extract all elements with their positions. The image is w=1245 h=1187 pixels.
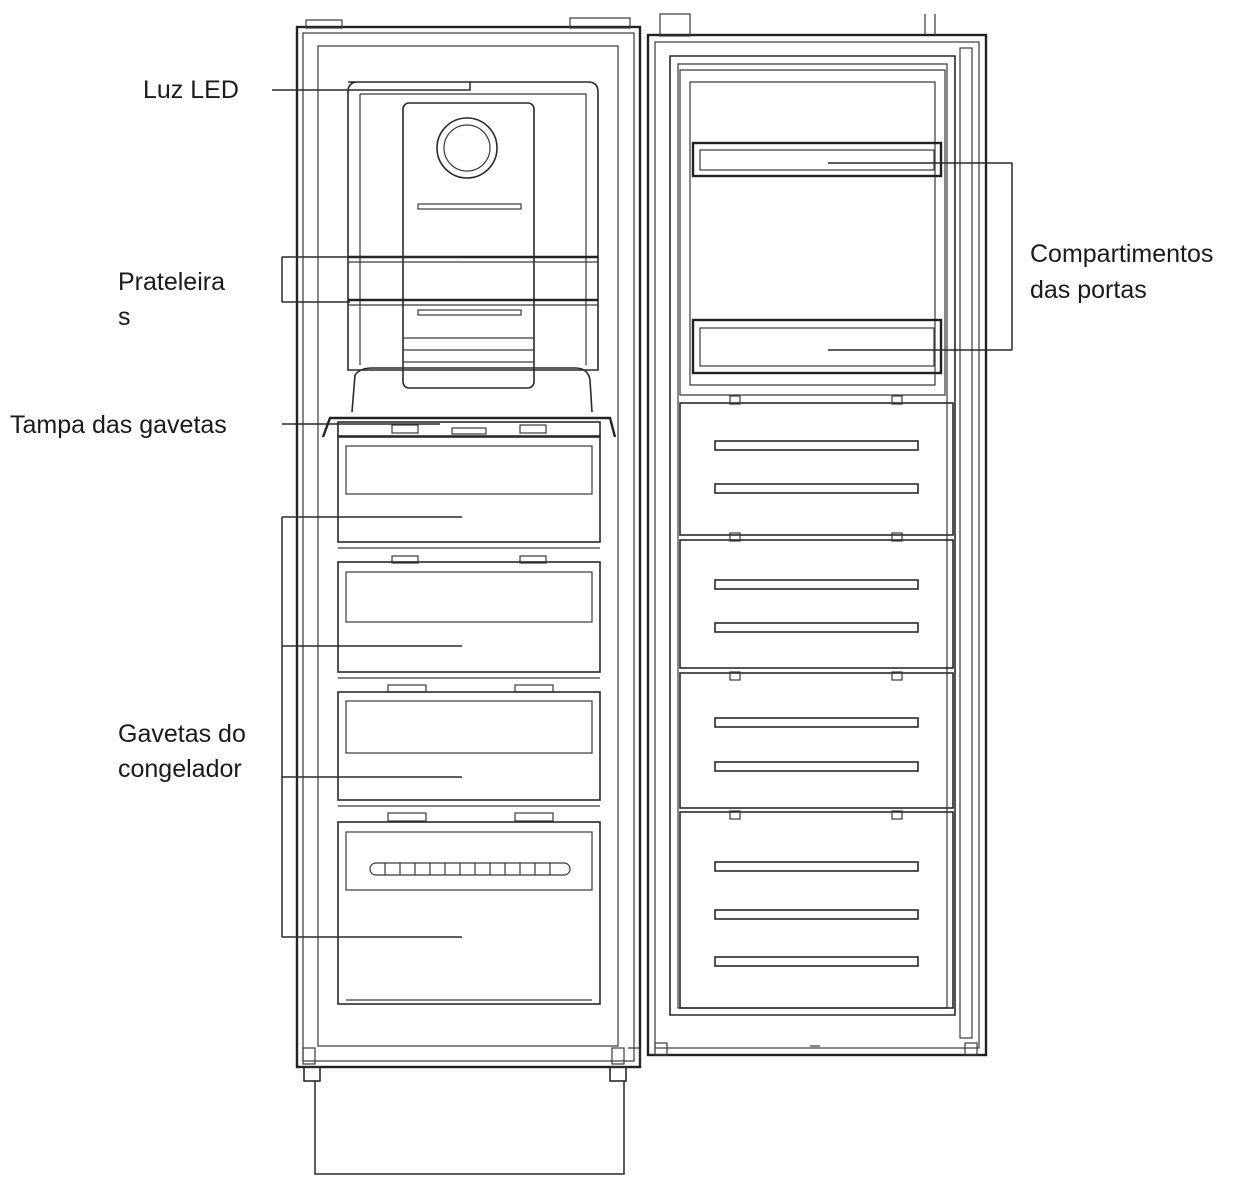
door-panel [679, 395, 954, 536]
freezer-drawer [337, 684, 601, 807]
door [646, 13, 988, 1057]
door-bin [691, 141, 943, 178]
drawer-cover [321, 416, 617, 438]
freezer-drawer [337, 555, 601, 679]
cabinet [295, 17, 642, 1082]
door-panel [679, 671, 954, 809]
callouts [272, 82, 1013, 1175]
label-shelves-line2: s [118, 303, 131, 331]
label-freezer-drawers-line1: Gavetas do [118, 720, 246, 748]
door-panel [679, 532, 954, 669]
label-led: Luz LED [143, 76, 239, 104]
fan-cover [402, 102, 535, 389]
shelf [348, 298, 598, 306]
freezer-drawer [337, 812, 601, 1005]
door-bin [691, 318, 943, 375]
label-drawer-cover: Tampa das gavetas [10, 411, 227, 439]
label-door-bins-line1: Compartimentos [1030, 240, 1214, 268]
callout-led [272, 82, 471, 91]
label-door-bins-line2: das portas [1030, 276, 1147, 304]
door-panel [679, 810, 954, 1009]
label-freezer-drawers-line2: congelador [118, 755, 242, 783]
fan-icon [436, 117, 498, 179]
label-shelves-line1: Prateleira [118, 268, 225, 296]
freezer-drawer [337, 436, 601, 549]
callout-feet [314, 1081, 625, 1175]
